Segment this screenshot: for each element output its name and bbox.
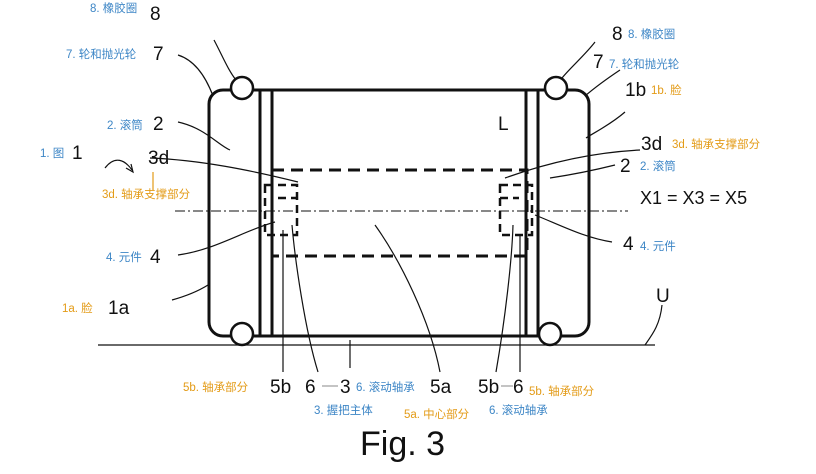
rubber-ring-top-right — [543, 75, 569, 101]
annotation-2-right: 2. 滚筒 — [640, 159, 676, 173]
ref-U: U — [656, 286, 670, 307]
leader-7-right — [584, 69, 621, 97]
annotation-1a: 1a. 脸 — [62, 301, 93, 315]
ref-3: 3 — [340, 377, 351, 398]
grip-body-dashed — [270, 168, 529, 258]
figure-caption: Fig. 3 — [360, 425, 445, 463]
ref-3d-right: 3d — [641, 134, 662, 155]
rubber-ring-bottom-right — [537, 321, 563, 347]
annotation-5a: 5a. 中心部分 — [404, 407, 470, 421]
leader-5a — [374, 224, 441, 373]
annotation-5b-left: 5b. 轴承部分 — [183, 380, 249, 394]
leader-5b-right — [495, 224, 514, 373]
rubber-ring-top-left — [229, 75, 255, 101]
leader-1a — [171, 284, 209, 301]
ref-4-left: 4 — [150, 247, 161, 268]
ref-5b-right: 5b — [478, 377, 499, 398]
right-bearing-dashed — [498, 183, 534, 237]
leader-6-left — [291, 224, 319, 373]
annotation-6-left: 6. 滚动轴承 — [356, 380, 415, 394]
ref-7-left: 7 — [153, 44, 164, 65]
annotation-2-left: 2. 滚筒 — [107, 118, 143, 132]
leader-7-left — [177, 54, 214, 97]
annotation-7-right: 7. 轮和抛光轮 — [609, 57, 680, 71]
annotation-5b-right: 5b. 轴承部分 — [529, 384, 595, 398]
ref-5b-left: 5b — [270, 377, 291, 398]
leader-3d-right — [504, 149, 641, 179]
annotation-3d-left: 3d. 轴承支撑部分 — [102, 187, 191, 201]
leader-1 — [104, 159, 133, 171]
annotation-4-left: 4. 元件 — [106, 250, 142, 264]
annotation-8-left: 8. 橡胶圈 — [90, 1, 137, 15]
leader-8-right — [561, 41, 596, 79]
annotation-3d-right: 3d. 轴承支撑部分 — [672, 137, 761, 151]
ref-8-left: 8 — [150, 4, 161, 25]
ref-3d-left: 3d — [148, 148, 169, 169]
leader-1b — [585, 111, 626, 139]
annotation-1: 1. 图 — [40, 147, 64, 160]
ref-4-right: 4 — [623, 234, 634, 255]
ref-5a: 5a — [430, 377, 452, 398]
annotation-4-right: 4. 元件 — [640, 239, 676, 253]
outer-body — [207, 88, 591, 338]
left-bearing-dashed — [263, 183, 299, 237]
annotation-6-right: 6. 滚动轴承 — [489, 403, 548, 417]
leader-4-right — [534, 214, 613, 243]
ref-L: L — [498, 114, 509, 135]
ref-1: 1 — [72, 143, 83, 164]
axis-equation: X1 = X3 = X5 — [640, 188, 747, 208]
ref-8-right: 8 — [612, 24, 623, 45]
leader-8-left — [213, 39, 237, 81]
annotation-1b: 1b. 脸 — [651, 83, 682, 97]
annotation-8-right: 8. 橡胶圈 — [628, 27, 675, 41]
annotation-7-left: 7. 轮和抛光轮 — [66, 47, 137, 61]
leader-2-right — [549, 164, 616, 179]
leader-4-left — [177, 221, 276, 256]
ref-6-right: 6 — [513, 377, 524, 398]
ref-1b: 1b — [625, 80, 646, 101]
leader-3d-left — [149, 157, 299, 183]
ground-leader — [644, 304, 663, 346]
rubber-ring-bottom-left — [229, 321, 255, 347]
leader-2-left — [177, 121, 231, 151]
ref-6-left: 6 — [305, 377, 316, 398]
ref-2-left: 2 — [153, 114, 164, 135]
ref-2-right: 2 — [620, 156, 631, 177]
ref-1a: 1a — [108, 298, 130, 319]
ref-7-right: 7 — [593, 52, 604, 73]
leader-1-arrow — [125, 163, 134, 174]
annotation-3: 3. 握把主体 — [314, 403, 373, 417]
